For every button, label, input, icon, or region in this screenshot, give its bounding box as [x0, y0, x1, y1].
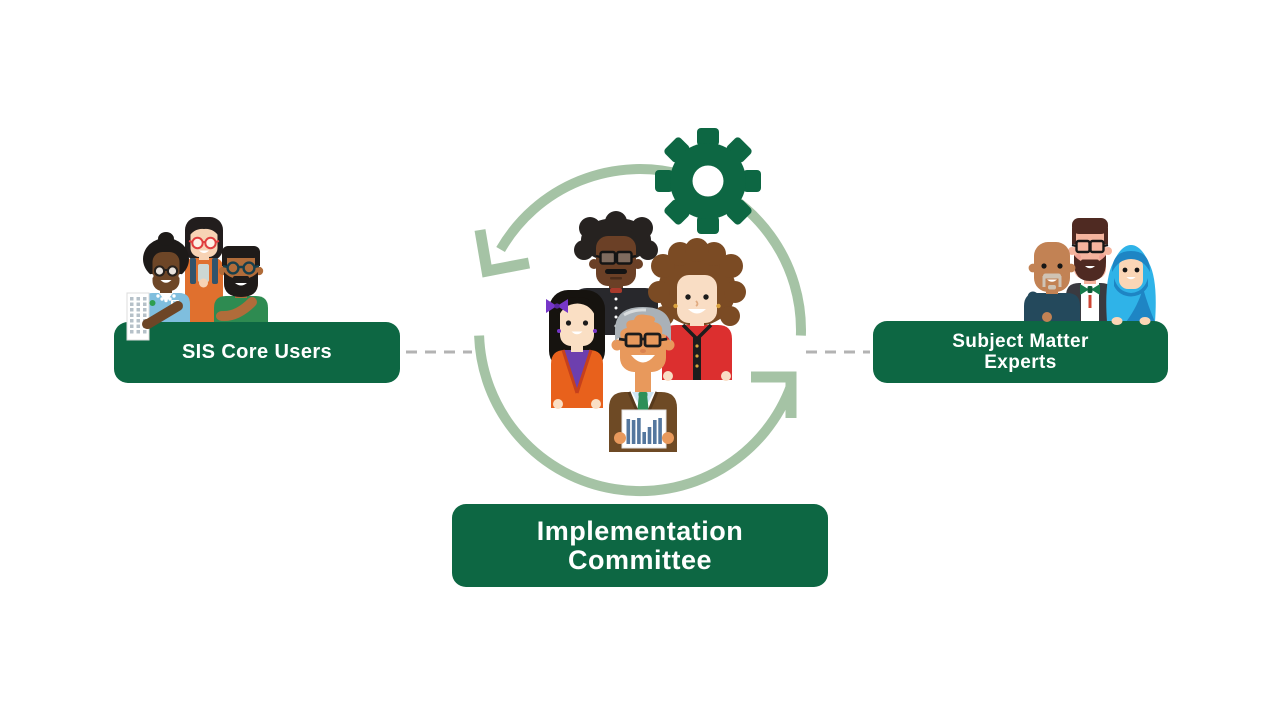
phone-icon	[198, 264, 209, 282]
red-glasses-icon	[188, 236, 220, 250]
avatar-expert-hijab-woman	[1106, 245, 1156, 322]
glasses-icon	[153, 265, 179, 277]
bow-tie-icon	[1080, 284, 1100, 295]
avatar-committee-bow-woman	[546, 290, 605, 409]
label-implementation-committee: Implementation Committee	[452, 504, 828, 587]
gear-icon	[655, 128, 761, 234]
cycle-arrow-bottom-icon	[474, 335, 796, 496]
subject-matter-experts-group	[1024, 218, 1156, 322]
avatar-core-user-bob-glasses	[185, 217, 223, 322]
rect-glasses-icon	[1071, 239, 1109, 254]
label-sis-core-users-text: SIS Core Users	[181, 341, 333, 363]
square-glasses-icon	[595, 250, 637, 265]
round-glasses-icon	[222, 261, 260, 275]
avatar-expert-bowtie-man	[1066, 218, 1114, 322]
label-subject-matter-experts-line2: Experts	[984, 352, 1057, 373]
sis-core-users-group	[142, 217, 268, 322]
reading-glasses-icon	[618, 332, 668, 348]
implementation-committee-group	[546, 211, 746, 452]
label-subject-matter-experts-line1: Subject Matter	[952, 331, 1089, 352]
avatar-committee-senior-man	[609, 307, 677, 452]
bow-icon	[546, 299, 568, 313]
avatar-core-user-list-holder	[142, 232, 190, 322]
cycle-arrowhead-left-icon	[474, 229, 531, 278]
label-sis-core-users: SIS Core Users	[114, 322, 400, 383]
cycle-arrowhead-right-icon	[751, 371, 797, 418]
label-subject-matter-experts: Subject Matter Experts	[873, 321, 1168, 383]
bar-chart-paper-icon	[621, 409, 667, 449]
avatar-committee-curly-woman	[648, 238, 746, 381]
label-implementation-committee-line1: Implementation	[536, 515, 744, 546]
label-implementation-committee-line2: Committee	[567, 544, 713, 575]
